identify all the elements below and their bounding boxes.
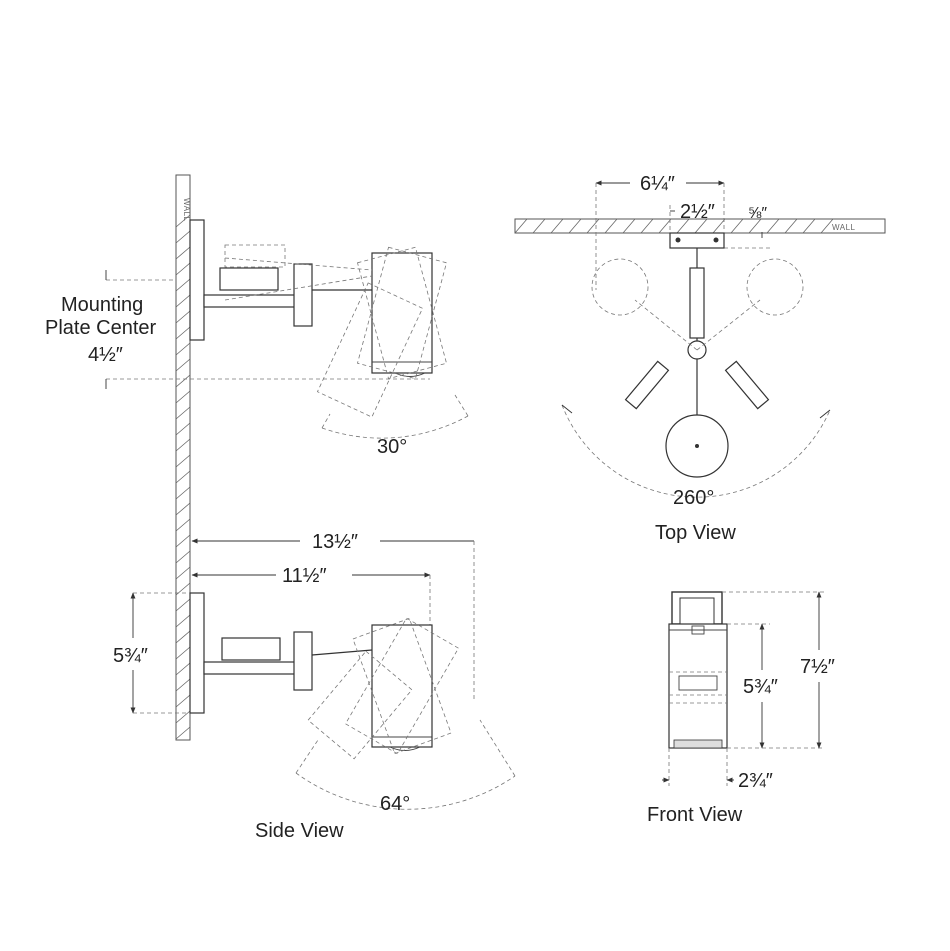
lower-shade [371,624,433,748]
front-shade [668,623,728,749]
backplate-height-dim: 5¾″ [113,592,190,714]
mounting-label-1: Mounting [61,294,143,316]
side-view-caption: Side View [255,820,344,842]
lower-backplate [189,592,205,714]
upper-knuckle [293,263,313,327]
top-view-caption: Top View [655,522,736,544]
lower-tube [221,637,281,661]
upper-lamp: 30° [189,219,469,458]
upper-tube [219,267,279,291]
extension-dimensions: 13½″ 11½″ [191,531,475,700]
upper-angle-label: 30° [377,436,407,458]
upper-arm [203,294,297,308]
upper-backplate [189,219,205,341]
extension-min: 11½″ [282,565,327,587]
lower-arm [203,661,297,675]
front-width: 2¾″ [738,770,773,792]
extension-max: 13½″ [312,531,358,553]
mounting-dim: 4½″ [88,344,123,366]
side-wall: WALL [175,174,191,741]
side-view: WALL 30° [45,174,516,842]
lower-angle-label: 64° [380,793,410,815]
top-view: WALL 6¼″ 2½″ ⅝″ [514,173,886,544]
lower-lamp: 64° [189,592,516,815]
top-arm-tube [689,267,705,339]
side-wall-label: WALL [182,198,191,222]
upper-shade [371,252,433,374]
mounting-label-2: Plate Center [45,317,157,339]
front-overall-height: 7½″ [800,656,835,678]
backplate-height: 5¾″ [113,645,148,667]
top-angle-label: 260° [673,487,714,509]
front-view-caption: Front View [647,804,743,826]
mounting-dimension: Mounting Plate Center 4½″ [45,270,430,389]
top-width-dim: 6¼″ [640,173,675,195]
front-shade-height: 5¾″ [743,676,778,698]
lower-knuckle [293,631,313,691]
top-plate-dim: 2½″ [680,201,715,223]
top-wall-label: WALL [832,223,856,232]
front-view: 5¾″ 7½″ 2¾″ Front View [647,591,835,826]
top-plate-depth: ⅝″ [748,205,767,222]
